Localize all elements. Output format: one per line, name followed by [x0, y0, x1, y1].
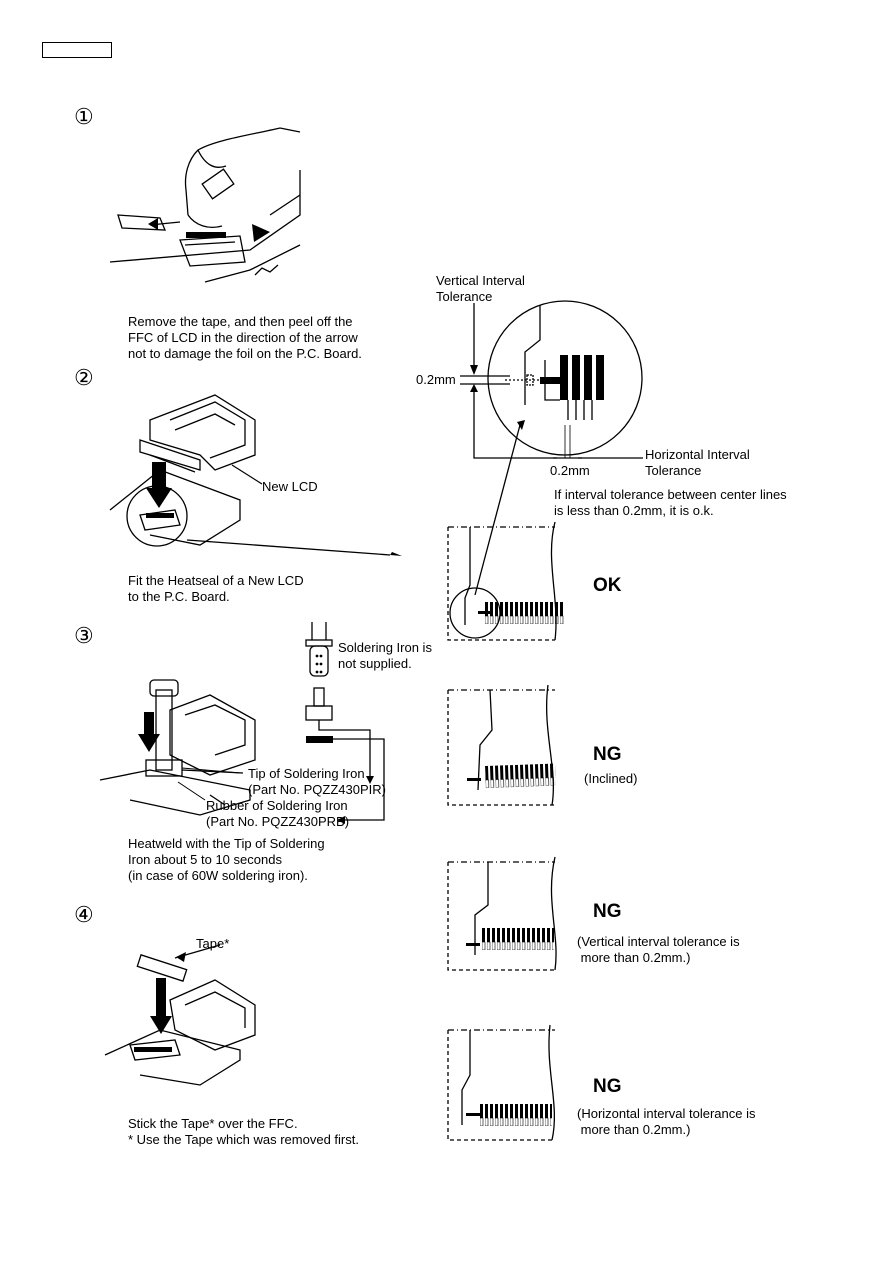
caption-line: Remove the tape, and then peel off the: [128, 314, 353, 329]
caption-line: (in case of 60W soldering iron).: [128, 868, 308, 883]
caption-line: to the P.C. Board.: [128, 589, 230, 604]
verdict-ok: OK: [593, 575, 622, 596]
note-line: Soldering Iron is: [338, 640, 432, 655]
vertical-value: 0.2mm: [416, 372, 456, 387]
caption-line: * Use the Tape which was removed first.: [128, 1132, 359, 1147]
caption-line: Iron about 5 to 10 seconds: [128, 852, 282, 867]
caption-line: Fit the Heatseal of a New LCD: [128, 573, 304, 588]
step1-illustration: [109, 127, 301, 283]
verdict-ng-vertical: NG: [593, 901, 622, 922]
horizontal-value: 0.2mm: [550, 463, 590, 478]
new-lcd-label: New LCD: [262, 479, 318, 494]
note-line: more than 0.2mm.): [577, 1122, 691, 1137]
example-panel-ng-horizontal: [447, 1024, 555, 1141]
verdict-ng-horizontal: NG: [593, 1076, 622, 1097]
rubber-label: Rubber of Soldering Iron (Part No. PQZZ4…: [206, 798, 349, 830]
step-4-marker: ④: [74, 902, 94, 927]
iron-not-supplied-note: Soldering Iron is not supplied.: [338, 640, 432, 672]
vertical-tolerance-label: Vertical Interval Tolerance: [436, 273, 525, 305]
header-box: [42, 42, 112, 58]
note-line: If interval tolerance between center lin…: [554, 487, 787, 502]
step3-caption: Heatweld with the Tip of Soldering Iron …: [128, 836, 325, 884]
terminal-combs: [466, 602, 565, 1126]
step-1-marker: ①: [74, 104, 94, 129]
step4-caption: Stick the Tape* over the FFC. * Use the …: [128, 1116, 359, 1148]
verdict-ng-inclined: NG: [593, 744, 622, 765]
note-line: is less than 0.2mm, it is o.k.: [554, 503, 714, 518]
step3-illustration: [99, 622, 385, 821]
example-panel-ng-vertical: [447, 856, 557, 971]
horizontal-tolerance-label: Horizontal Interval Tolerance: [645, 447, 750, 479]
step-3-marker: ③: [74, 623, 94, 648]
label-line: Tolerance: [436, 289, 493, 304]
tape-label: Tape*: [196, 936, 230, 951]
ng-inclined-note: (Inclined): [584, 771, 638, 786]
tolerance-note: If interval tolerance between center lin…: [554, 487, 787, 519]
label-line: (Part No. PQZZ430PIR): [248, 782, 386, 797]
note-line: not supplied.: [338, 656, 412, 671]
step1-caption: Remove the tape, and then peel off the F…: [128, 314, 362, 362]
example-panel-ng-inclined: [447, 684, 555, 806]
label-line: Tip of Soldering Iron: [248, 766, 365, 781]
ng-vertical-note: (Vertical interval tolerance is more tha…: [577, 934, 740, 966]
label-line: (Part No. PQZZ430PRB): [206, 814, 350, 829]
step-2-marker: ②: [74, 365, 94, 390]
label-line: Rubber of Soldering Iron: [206, 798, 348, 813]
ng-horizontal-note: (Horizontal interval tolerance is more t…: [577, 1106, 755, 1138]
note-line: (Vertical interval tolerance is: [577, 934, 740, 949]
note-line: (Horizontal interval tolerance is: [577, 1106, 756, 1121]
caption-line: not to damage the foil on the P.C. Board…: [128, 346, 362, 361]
label-line: Tolerance: [645, 463, 702, 478]
caption-line: FFC of LCD in the direction of the arrow: [128, 330, 358, 345]
tip-label: Tip of Soldering Iron (Part No. PQZZ430P…: [248, 766, 386, 798]
caption-line: Stick the Tape* over the FFC.: [128, 1116, 298, 1131]
step2-caption: Fit the Heatseal of a New LCD to the P.C…: [128, 573, 304, 605]
caption-line: Heatweld with the Tip of Soldering: [128, 836, 325, 851]
note-line: more than 0.2mm.): [577, 950, 691, 965]
label-line: Horizontal Interval: [645, 447, 750, 462]
label-line: Vertical Interval: [436, 273, 525, 288]
step2-illustration: [109, 394, 391, 556]
step4-illustration: [104, 944, 256, 1086]
